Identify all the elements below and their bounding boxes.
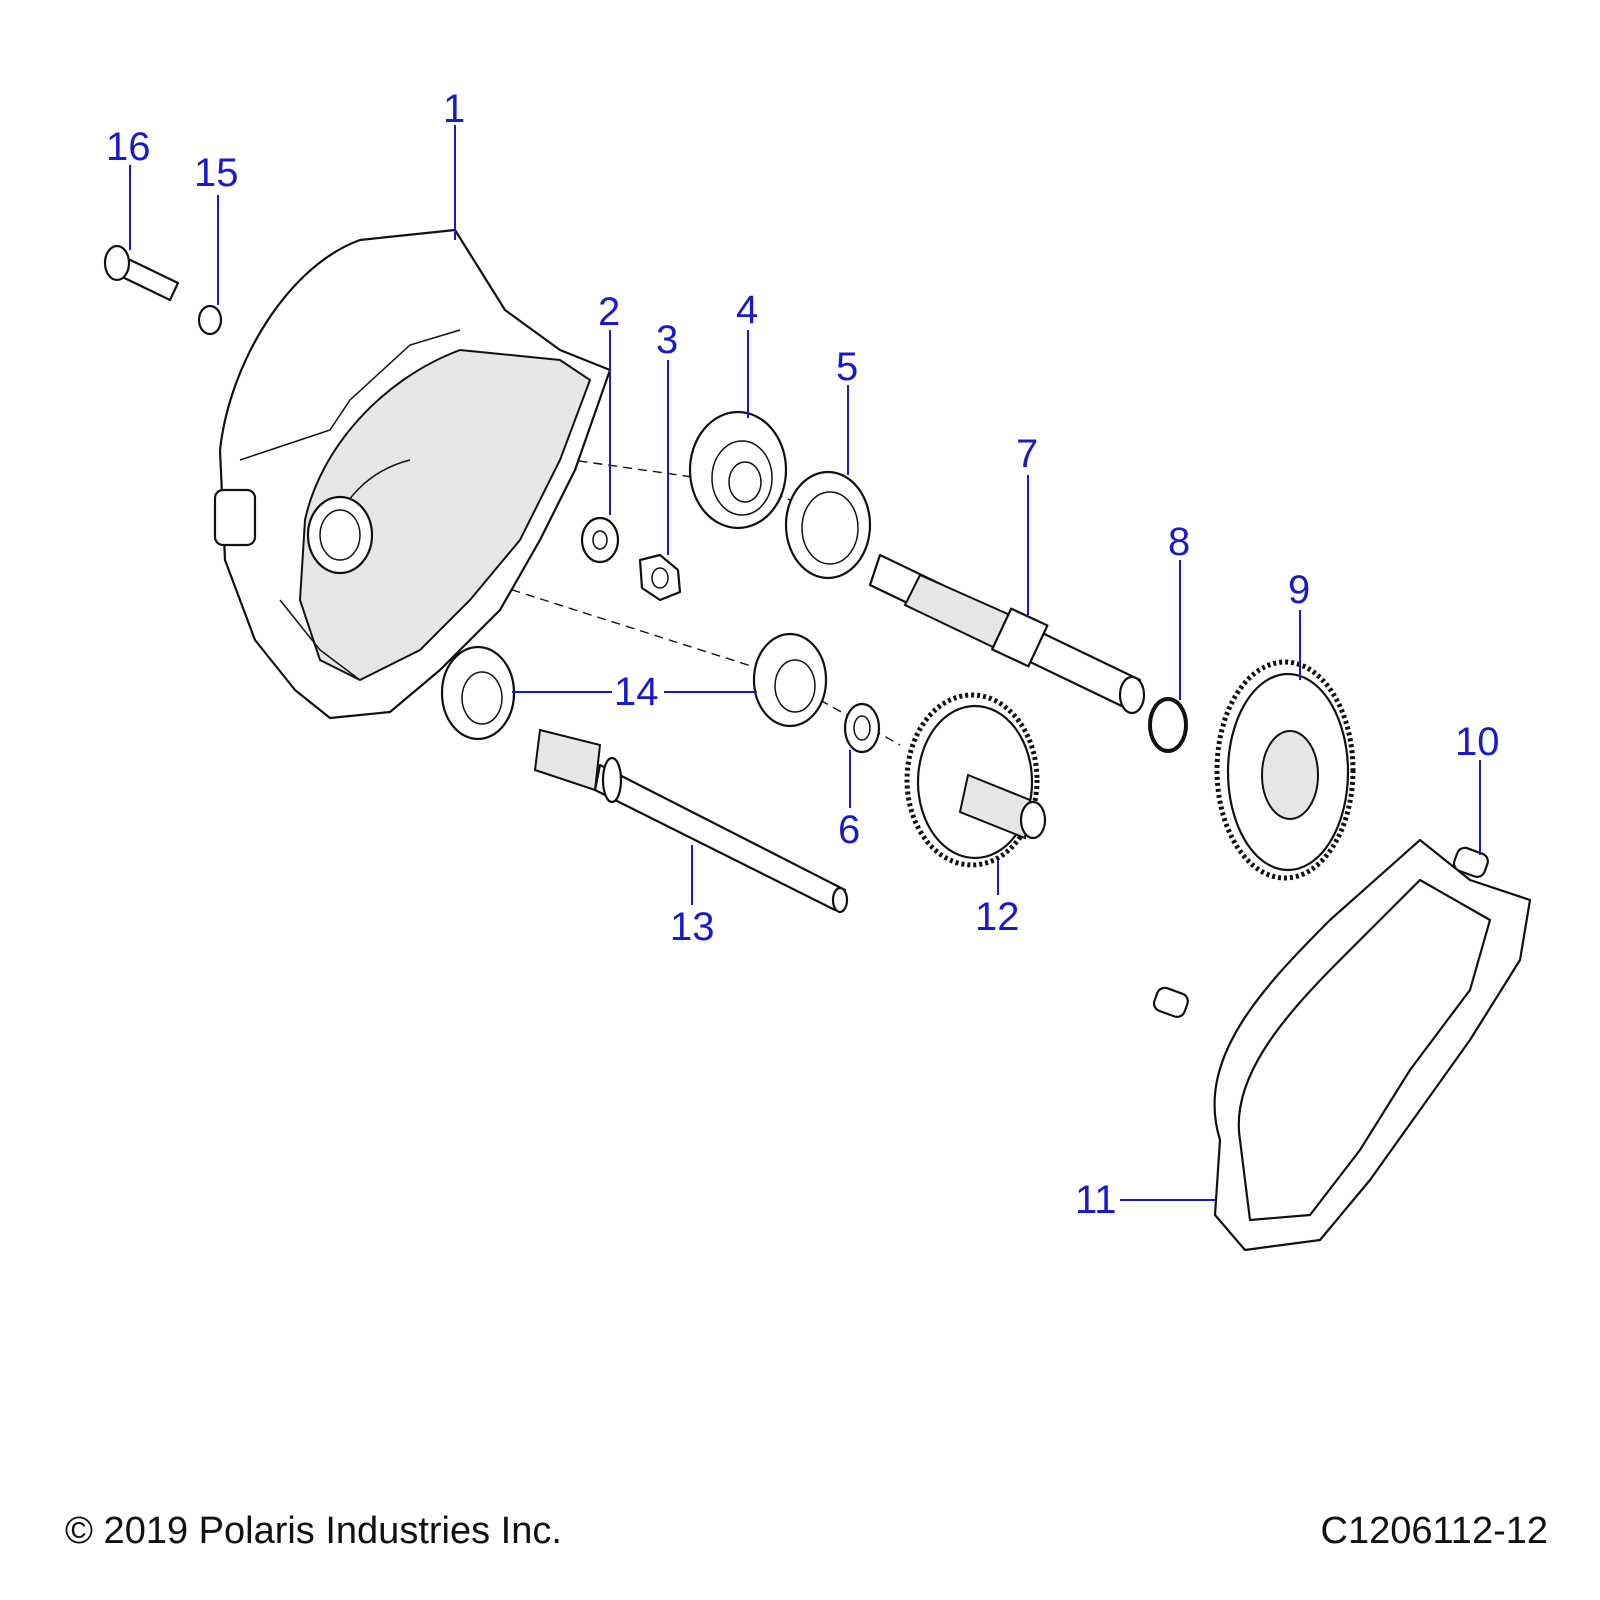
part-11-gasket (1213, 838, 1532, 1252)
callout-10: 10 (1455, 720, 1500, 764)
part-14-bearing-left (440, 645, 516, 741)
part-16-bolt (103, 244, 180, 302)
callout-2: 2 (598, 290, 620, 334)
callout-labels: 1 16 15 2 3 4 5 7 8 9 10 14 6 12 13 11 (106, 87, 1500, 1222)
callout-8: 8 (1168, 520, 1190, 564)
part-2-washer (580, 516, 620, 564)
callout-11: 11 (1075, 1178, 1117, 1222)
part-9-gear (1214, 659, 1356, 881)
part-12-gear (904, 692, 1047, 868)
callout-1: 1 (443, 87, 465, 131)
callout-12: 12 (975, 895, 1020, 939)
part-7-shaft (868, 553, 1146, 715)
copyright-notice: © 2019 Polaris Industries Inc. (65, 1510, 562, 1552)
part-5-seal (784, 470, 872, 580)
part-8-snap-ring (1148, 697, 1188, 753)
callout-3: 3 (656, 318, 678, 362)
part-3-nut (638, 553, 682, 602)
part-4-bearing (688, 410, 788, 530)
callout-13: 13 (670, 905, 715, 949)
transmission-housing (213, 228, 612, 720)
diagram-id: C1206112-12 (1320, 1510, 1548, 1552)
callout-16: 16 (106, 125, 151, 169)
callout-6: 6 (838, 808, 860, 852)
dowel-pin-lower (1152, 986, 1189, 1018)
leader-lines (129, 125, 1481, 1201)
part-15-o-ring (197, 304, 223, 336)
callout-7: 7 (1016, 432, 1038, 476)
part-13-shaft (533, 728, 849, 914)
callout-9: 9 (1288, 568, 1310, 612)
callout-14: 14 (614, 670, 659, 714)
callout-4: 4 (736, 288, 758, 332)
part-14-bearing-right (752, 632, 828, 728)
callout-5: 5 (836, 345, 858, 389)
callout-15: 15 (194, 151, 239, 195)
part-6-washer (843, 702, 881, 754)
part-10-dowel-pin (1452, 846, 1489, 878)
